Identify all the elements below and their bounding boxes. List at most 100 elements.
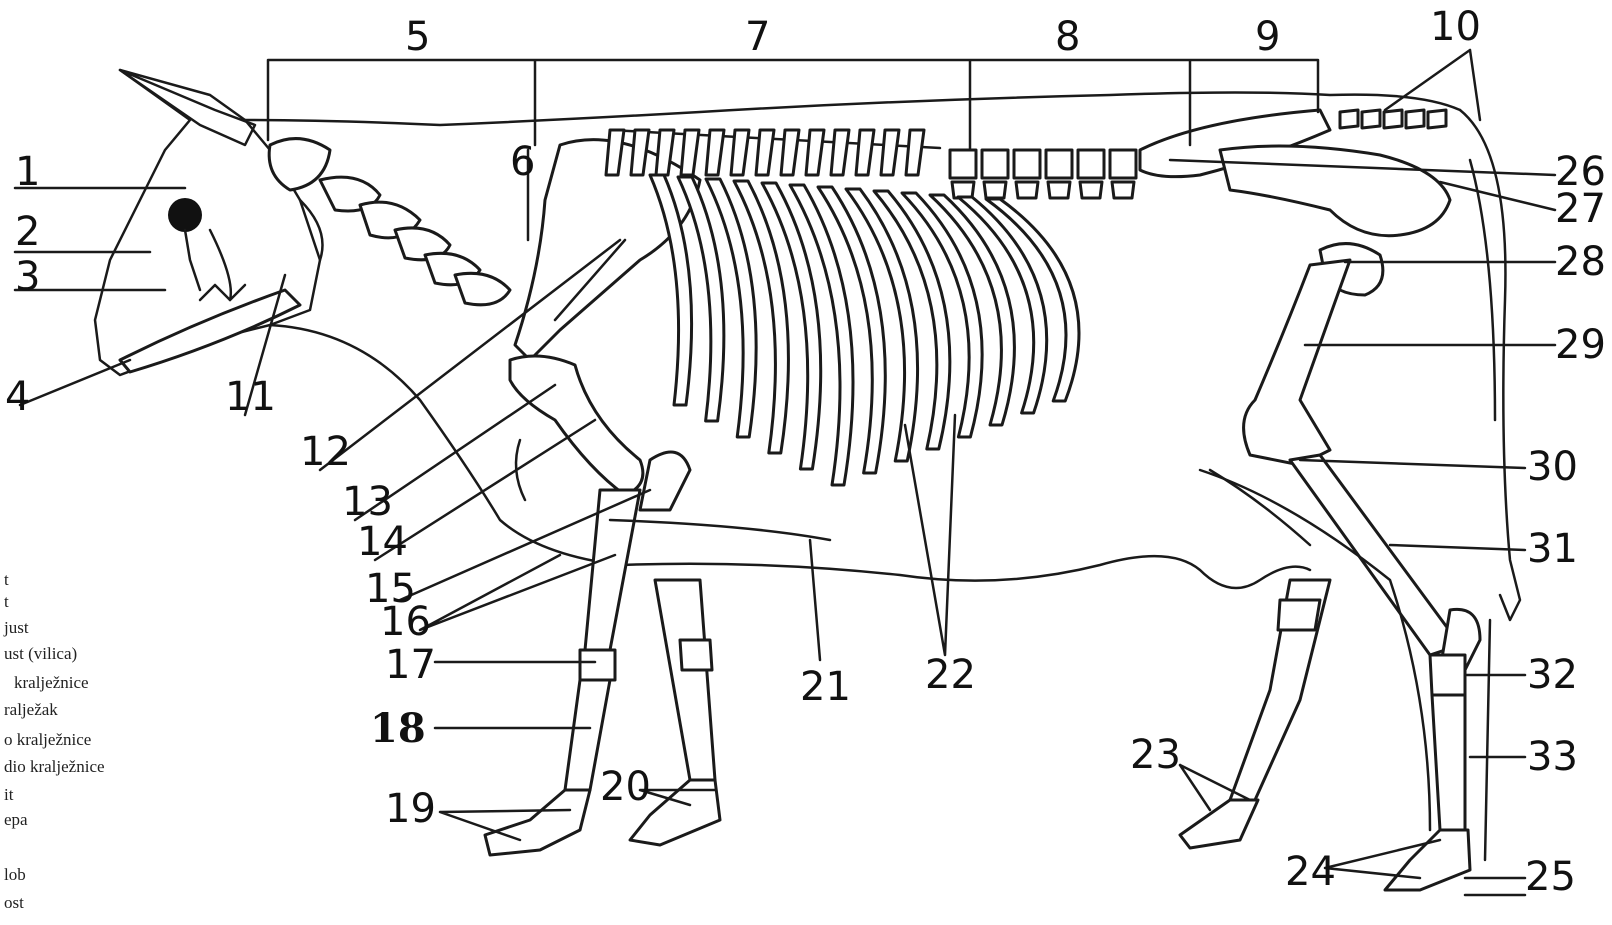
label-20: 20: [600, 764, 651, 810]
label-1: 1: [15, 149, 40, 195]
label-10: 10: [1430, 4, 1481, 50]
lumbar-vertebra: [1014, 150, 1040, 178]
legend-line-7: o kralježnice: [4, 730, 91, 749]
cervical-vertebrae: [269, 139, 510, 305]
label-19: 19: [385, 786, 436, 832]
leader-31: [1390, 545, 1525, 550]
sternum: [610, 520, 830, 540]
carpus: [580, 650, 615, 680]
label-9: 9: [1255, 14, 1280, 60]
label-4: 4: [5, 374, 30, 420]
label-24: 24: [1285, 849, 1336, 895]
cervical-6: [455, 273, 510, 305]
leader-14: [375, 420, 595, 560]
legend-line-8: dio kralježnice: [4, 757, 105, 776]
metatarsus: [1432, 695, 1465, 830]
spinous-process: [906, 130, 924, 175]
leader-16: [420, 555, 615, 630]
label-5: 5: [405, 14, 430, 60]
flank-line: [1210, 470, 1310, 545]
label-28: 28: [1555, 239, 1606, 285]
spinous-process: [681, 130, 699, 175]
legend-line-9: it: [4, 785, 14, 804]
leader-22: [905, 415, 955, 655]
fore-phalanges: [485, 790, 590, 855]
lumbar-vertebrae: [950, 150, 1136, 198]
leader-21: [810, 540, 820, 660]
legend-line-1: t: [4, 570, 9, 589]
femur: [1244, 260, 1350, 465]
spinous-process: [856, 130, 874, 175]
spinous-process: [831, 130, 849, 175]
legend-line-5: kralježnice: [14, 673, 89, 692]
lumbar-vertebra: [1078, 150, 1104, 178]
legend-line-2: t: [4, 592, 9, 611]
label-2: 2: [15, 209, 40, 255]
legend-line-3: just: [3, 618, 29, 637]
label-29: 29: [1555, 322, 1606, 368]
eye-orbit: [168, 198, 202, 232]
lumbar-body: [1112, 182, 1134, 198]
legend-fragments: t t just ust (vilica) kralježnice raljež…: [3, 570, 105, 912]
lumbar-vertebra: [950, 150, 976, 178]
pelvis-ilium: [1220, 146, 1450, 236]
spinous-process: [881, 130, 899, 175]
spinous-process: [781, 130, 799, 175]
far-hind-hoof: [1180, 800, 1258, 848]
spinous-process: [756, 130, 774, 175]
label-14: 14: [357, 519, 408, 565]
label-6: 6: [510, 139, 535, 185]
label-33: 33: [1527, 734, 1578, 780]
tail-vertebra: [1406, 110, 1424, 128]
tail-inner: [1470, 160, 1495, 420]
label-3: 3: [15, 254, 40, 300]
spinous-process: [706, 130, 724, 175]
humerus: [510, 356, 643, 495]
far-foreleg: [655, 580, 715, 780]
lumbar-vertebra: [982, 150, 1008, 178]
lumbar-body: [1048, 182, 1070, 198]
lumbar-vertebra: [1110, 150, 1136, 178]
lumbar-vertebra: [1046, 150, 1072, 178]
legend-line-12: ost: [4, 893, 24, 912]
leader-25: [1465, 878, 1525, 895]
tail-vertebrae: [1340, 110, 1446, 128]
skull: [95, 70, 323, 375]
label-16: 16: [380, 599, 431, 645]
label-17: 17: [385, 642, 436, 688]
label-31: 31: [1527, 526, 1578, 572]
far-foreleg-upper: [640, 452, 690, 510]
legend-line-6: ralježak: [4, 700, 58, 719]
leader-4: [20, 360, 130, 405]
tail-vertebra: [1362, 110, 1380, 128]
legend-line-10: epa: [4, 810, 28, 829]
label-23: 23: [1130, 732, 1181, 778]
label-18: 18: [370, 705, 426, 752]
spinous-process: [806, 130, 824, 175]
mandible: [120, 290, 300, 372]
lumbar-body: [984, 182, 1006, 198]
legend-line-4: ust (vilica): [4, 644, 77, 663]
tail-vertebra: [1428, 110, 1446, 128]
throat-belly-line: [270, 325, 1310, 588]
label-7: 7: [745, 14, 770, 60]
label-21: 21: [800, 664, 851, 710]
lumbar-body: [1080, 182, 1102, 198]
tail-vertebra: [1384, 110, 1402, 128]
far-fore-carpus: [680, 640, 712, 670]
label-22: 22: [925, 652, 976, 698]
label-11: 11: [225, 374, 276, 420]
leader-30: [1300, 460, 1525, 468]
label-12: 12: [300, 429, 351, 475]
hind-phalanges: [1385, 830, 1470, 890]
far-hind-tarsus: [1278, 600, 1320, 630]
horn: [120, 70, 255, 145]
label-27: 27: [1555, 186, 1606, 232]
teeth: [200, 285, 245, 300]
legend-line-11: lob: [4, 865, 26, 884]
tail: [1460, 110, 1520, 620]
skull-suture: [185, 230, 200, 290]
label-8: 8: [1055, 14, 1080, 60]
